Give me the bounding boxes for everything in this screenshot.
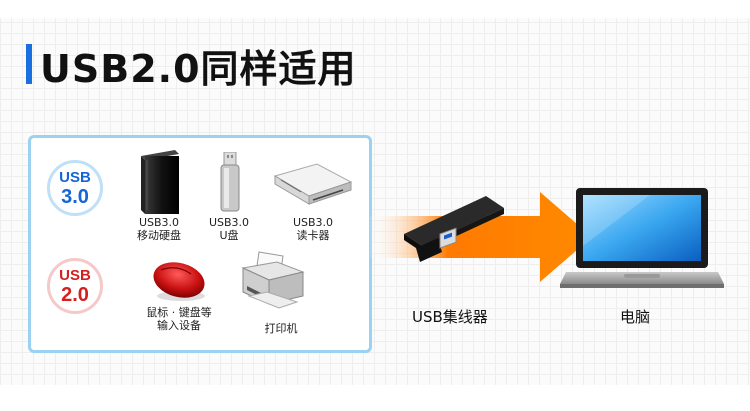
printer-label: 打印机 [249, 322, 313, 335]
usb-hub-icon [404, 196, 504, 262]
hard-drive-icon [141, 150, 179, 214]
usb2-badge: USB 2.0 [47, 258, 103, 314]
pc-label: 电脑 [620, 308, 651, 326]
usb3-badge-line1: USB [59, 168, 91, 186]
title-accent-bar [26, 44, 32, 84]
mouse-label-line1: 鼠标 · 键盘等 [146, 306, 212, 319]
hub-label: USB集线器 [412, 308, 488, 326]
udisk-label: USB3.0 U盘 [193, 216, 265, 242]
hdd-label: USB3.0 移动硬盘 [121, 216, 197, 242]
hdd-label-line2: 移动硬盘 [137, 229, 181, 242]
page-title: USB2.0同样适用 [40, 47, 357, 91]
reader-label-line2: 读卡器 [296, 229, 330, 242]
printer-label-line1: 打印机 [264, 322, 298, 335]
udisk-label-line1: USB3.0 [208, 216, 250, 229]
bottom-margin [0, 385, 750, 411]
printer-icon [241, 251, 305, 309]
mouse-icon [153, 262, 205, 301]
usb3-badge: USB 3.0 [47, 160, 103, 216]
device-panel: USB 3.0 USB 2.0 USB3.0 移动硬盘 USB3.0 U盘 [28, 135, 372, 353]
top-margin [0, 0, 750, 18]
mouse-label-line2: 输入设备 [157, 319, 201, 332]
card-reader-icon [273, 163, 353, 205]
hdd-label-line1: USB3.0 [138, 216, 180, 229]
reader-label-line1: USB3.0 [292, 216, 334, 229]
mouse-label: 鼠标 · 键盘等 输入设备 [131, 306, 227, 332]
usb2-badge-line1: USB [59, 266, 91, 284]
laptop-icon [560, 188, 724, 288]
reader-label: USB3.0 读卡器 [277, 216, 349, 242]
usb-flash-drive-icon [220, 152, 240, 212]
usb2-badge-line2: 2.0 [61, 283, 89, 306]
usb3-badge-line2: 3.0 [61, 185, 89, 208]
connection-arrow [370, 192, 592, 282]
udisk-label-line2: U盘 [219, 229, 239, 242]
